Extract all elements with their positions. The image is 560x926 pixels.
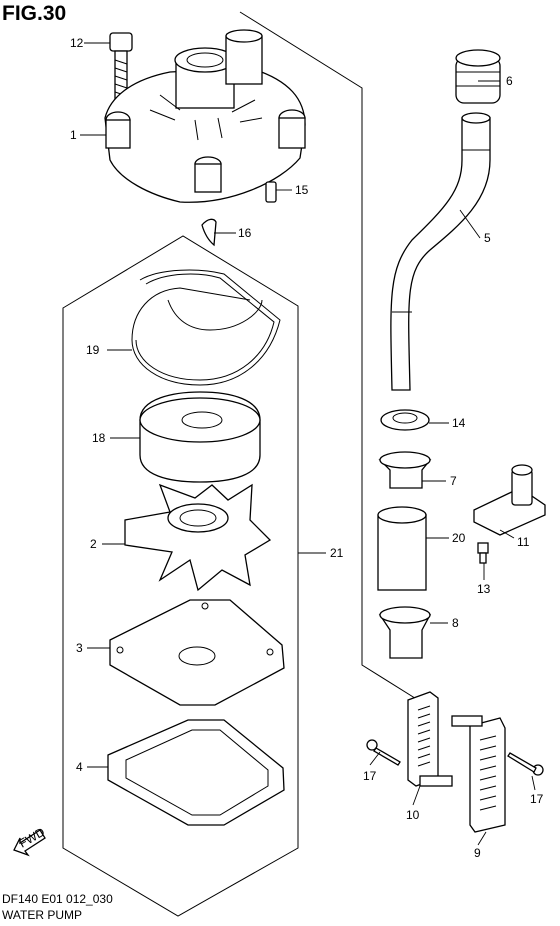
callout-19: 19 [86,343,100,357]
gasket-part-19 [131,269,281,386]
group-outline-upper [239,11,419,701]
leader-lines [80,42,536,846]
bushing-part-8 [378,606,432,659]
callout-5: 5 [484,231,491,245]
diagram-name: WATER PUMP [2,908,82,922]
pump-case-part-1 [104,47,306,203]
callout-10: 10 [406,808,420,822]
callout-16: 16 [238,226,252,240]
callout-1: 1 [70,128,77,142]
callout-18: 18 [92,431,106,445]
model-code: DF140 E01 012_030 [2,892,113,906]
callout-17-left: 17 [363,769,377,783]
screw-part-17-right [507,752,544,776]
callout-14: 14 [452,416,466,430]
plate-part-3 [109,599,285,706]
liner-part-18 [139,391,261,483]
callout-8: 8 [452,616,459,630]
grommet-part-6 [455,49,501,104]
clamp-part-9 [451,715,506,833]
callout-12: 12 [70,36,84,50]
callout-11: 11 [517,535,530,549]
spacer-part-20 [377,506,427,591]
callout-2: 2 [90,537,97,551]
callout-21: 21 [330,546,344,560]
tube-part-in-case [225,29,263,85]
seal-part-14 [380,409,430,431]
callout-15: 15 [295,183,309,197]
kit-outline-21 [62,235,299,917]
callout-17-right: 17 [530,792,544,806]
callout-13: 13 [477,582,491,596]
figure-title: FIG.30 [2,2,67,25]
screw-part-13 [477,542,489,564]
screw-part-17-left [366,739,401,766]
fitting-part-11 [473,464,546,536]
impeller-part-2 [124,483,272,592]
gasket-part-4 [107,719,285,826]
key-part-16 [201,218,217,247]
clamp-part-10 [407,691,453,787]
water-tube-part-5 [390,112,491,391]
pin-part-15 [265,181,277,203]
callout-9: 9 [474,846,481,860]
callout-3: 3 [76,641,83,655]
callout-7: 7 [450,474,457,488]
fwd-arrow-icon: FWD [13,825,47,857]
bushing-part-7 [378,451,432,489]
callout-20: 20 [452,531,466,545]
callout-6: 6 [506,74,513,88]
callout-4: 4 [76,760,83,774]
